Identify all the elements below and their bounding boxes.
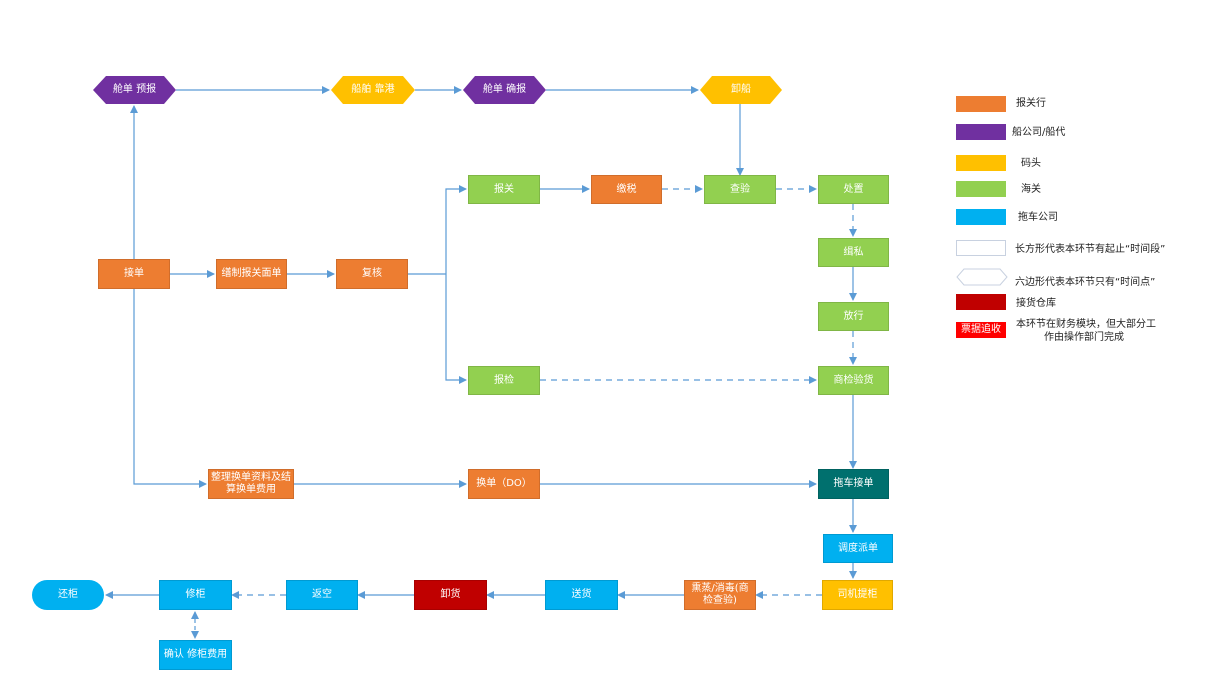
edge-split-bg	[445, 185, 467, 274]
node-js[interactable]: 缴税	[591, 175, 662, 204]
node-cy[interactable]: 查验	[704, 175, 776, 204]
legend-swatch-rect	[956, 240, 1006, 256]
node-xh[interactable]: 卸货	[414, 580, 487, 610]
node-js2[interactable]: 缉私	[818, 238, 889, 267]
hex-shape-cbkg	[331, 76, 415, 104]
hex-shape-cdyb	[93, 76, 176, 104]
node-jd[interactable]: 接单	[98, 259, 170, 289]
legend-label-orange: 报关行	[1016, 98, 1046, 109]
node-xg[interactable]: 修柜	[159, 580, 232, 610]
legend-label-hex: 六边形代表本环节只有“时间点”	[1015, 277, 1156, 288]
node-qrxgfy[interactable]: 确认 修柜费用	[159, 640, 232, 670]
legend-swatch-green	[956, 181, 1006, 197]
node-hd[interactable]: 换单（DO）	[468, 469, 540, 499]
node-hg[interactable]: 还柜	[32, 580, 104, 610]
node-bj[interactable]: 报检	[468, 366, 540, 395]
node-xc[interactable]: 卸船	[731, 84, 751, 95]
edge-split-bj	[445, 274, 467, 384]
legend-label-badge-2: 作由操作部门完成	[1044, 332, 1124, 343]
node-sh[interactable]: 送货	[545, 580, 618, 610]
legend-swatch-orange	[956, 96, 1006, 112]
hex-shape-cdqb	[463, 76, 546, 104]
legend-label-red: 接货仓库	[1016, 298, 1056, 309]
legend-badge-receipt: 票据追收	[956, 322, 1006, 338]
legend-label-blue: 拖车公司	[1018, 212, 1058, 223]
legend-swatch-blue	[956, 209, 1006, 225]
legend-swatch-hex	[956, 268, 1008, 286]
node-bg[interactable]: 报关	[468, 175, 540, 204]
node-sjyh[interactable]: 商检验货	[818, 366, 889, 395]
node-tcjd[interactable]: 拖车接单	[818, 469, 889, 499]
node-cbkg[interactable]: 船舶 靠港	[351, 84, 395, 95]
node-xz[interactable]: 熏蒸/消毒(商检查验)	[684, 580, 756, 610]
legend-swatch-yellow	[956, 155, 1006, 171]
legend-label-badge-1: 本环节在财务模块，但大部分工	[1016, 319, 1156, 330]
node-zlhd[interactable]: 整理换单资料及结算换单费用	[208, 469, 294, 499]
legend-swatch-purple	[956, 124, 1006, 140]
node-bzbgmd[interactable]: 缮制报关面单	[216, 259, 287, 289]
legend-label-rect: 长方形代表本环节有起止“时间段”	[1015, 244, 1166, 255]
node-fk[interactable]: 返空	[286, 580, 358, 610]
node-ddpd[interactable]: 调度派单	[823, 534, 893, 563]
hex-shape-xc	[700, 76, 782, 104]
node-cz[interactable]: 处置	[818, 175, 889, 204]
node-sjtg[interactable]: 司机提柜	[822, 580, 893, 610]
legend-label-green: 海关	[1021, 184, 1041, 195]
legend-label-yellow: 码头	[1021, 158, 1041, 169]
legend-label-purple: 船公司/船代	[1012, 127, 1066, 138]
node-fh[interactable]: 复核	[336, 259, 408, 289]
node-fx[interactable]: 放行	[818, 302, 889, 331]
legend-swatch-red	[956, 294, 1006, 310]
edge-jd-zlhd	[133, 289, 207, 488]
node-cdqb[interactable]: 舱单 确报	[482, 84, 527, 95]
node-cdyb[interactable]: 舱单 预报	[112, 84, 157, 95]
